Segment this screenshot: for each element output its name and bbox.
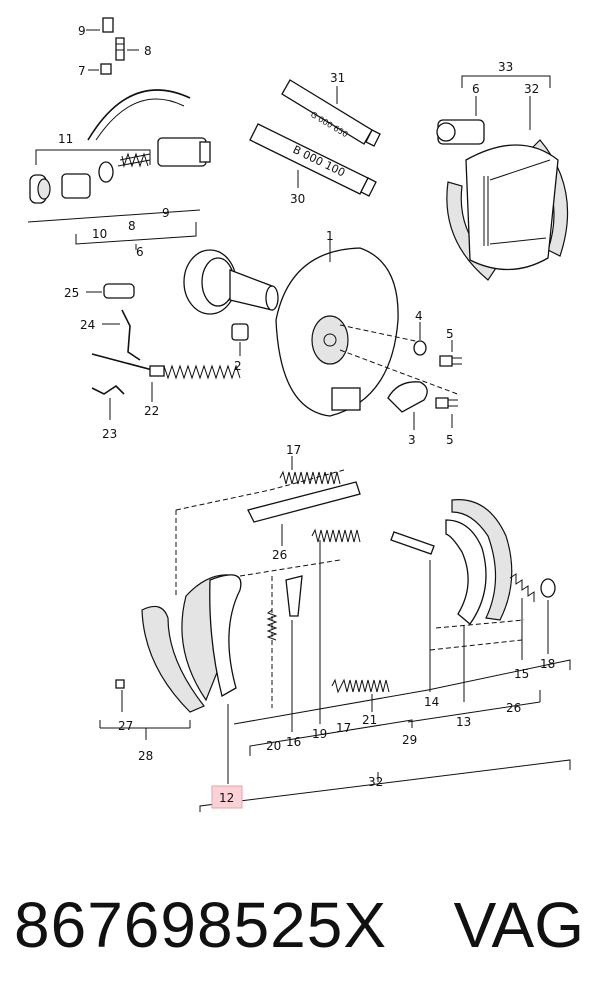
callout-9: 9 <box>162 206 170 220</box>
callout-5: 5 <box>446 327 454 341</box>
callout-23: 23 <box>102 427 117 441</box>
callout-17: 17 <box>286 443 301 457</box>
callout-24: 24 <box>80 318 95 332</box>
callout-33: 33 <box>498 60 513 74</box>
callout-28: 28 <box>138 749 153 763</box>
callout-10: 10 <box>92 227 107 241</box>
callout-18: 18 <box>540 657 555 671</box>
grease-tubes: G 000 650 B 000 100 <box>249 79 381 197</box>
highlighted-callout-12[interactable]: 12 <box>211 785 243 809</box>
callout-12: 12 <box>219 791 234 805</box>
callout-22: 22 <box>144 404 159 418</box>
callout-5: 5 <box>446 433 454 447</box>
callout-4: 4 <box>415 309 423 323</box>
callout-15: 15 <box>514 667 529 681</box>
callout-25: 25 <box>64 286 79 300</box>
callout-13: 13 <box>456 715 471 729</box>
callout-16: 16 <box>286 735 301 749</box>
wheel-cylinder-group <box>27 17 211 250</box>
callout-8: 8 <box>144 44 152 58</box>
callout-highlight-box <box>211 785 243 809</box>
brand-name: VAG <box>453 889 584 961</box>
callout-1: 1 <box>326 229 334 243</box>
callout-32: 32 <box>368 775 383 789</box>
callout-2: 2 <box>234 359 242 373</box>
backing-plate-group <box>183 236 462 430</box>
part-number: 867698525X <box>14 889 388 961</box>
callout-7: 7 <box>78 64 86 78</box>
callout-21: 21 <box>362 713 377 727</box>
callout-29: 29 <box>402 733 417 747</box>
callout-26: 26 <box>506 701 521 715</box>
callout-30: 30 <box>290 192 305 206</box>
callout-26: 26 <box>272 548 287 562</box>
callout-19: 19 <box>312 727 327 741</box>
brake-shoe-exploded <box>99 456 571 812</box>
callout-31: 31 <box>330 71 345 85</box>
exploded-parts-diagram: 9 8 7 11 10 8 9 6 G 000 650 B 000 100 31… <box>27 17 571 812</box>
callout-3: 3 <box>408 433 416 447</box>
callout-11: 11 <box>58 132 73 146</box>
callout-6: 6 <box>472 82 480 96</box>
callout-14: 14 <box>424 695 439 709</box>
callout-17: 17 <box>336 721 351 735</box>
callout-6: 6 <box>136 245 144 259</box>
callout-32: 32 <box>524 82 539 96</box>
brake-shoe-assembly-top <box>436 75 569 281</box>
handbrake-cable-group <box>86 283 241 420</box>
callout-27: 27 <box>118 719 133 733</box>
callout-8: 8 <box>128 219 136 233</box>
footer: 867698525X VAG <box>0 880 600 990</box>
callout-9: 9 <box>78 24 86 38</box>
callout-20: 20 <box>266 739 281 753</box>
